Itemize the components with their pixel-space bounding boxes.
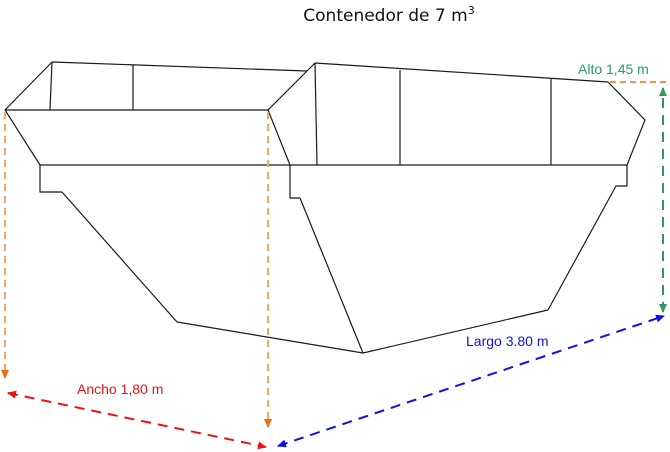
left-body-slant	[61, 191, 178, 323]
left-module-front-left-slant	[4, 109, 41, 166]
right-module-top-edge	[314, 62, 609, 83]
left-module-top-back-edge	[51, 61, 308, 72]
middle-flange	[289, 165, 300, 199]
projection-lines	[1, 81, 666, 428]
ancho-dimension-arrow	[7, 390, 267, 450]
right-module-back-left-edge	[267, 62, 316, 111]
alto-label: Alto 1,45 m	[578, 61, 649, 77]
largo-label: Largo 3.80 m	[466, 333, 549, 349]
ancho-label: Ancho 1,80 m	[77, 381, 164, 397]
container-outline	[4, 61, 646, 354]
left-flange	[39, 165, 62, 193]
left-module-back-left-edge	[4, 61, 53, 111]
diagram-title: Contenedor de 7 m3	[0, 4, 670, 26]
right-module-right-edge	[607, 81, 646, 166]
middle-body-slant	[299, 197, 364, 354]
left-module-divider-1	[49, 61, 53, 111]
right-body-slant	[547, 165, 628, 311]
right-module-divider-1	[314, 62, 318, 166]
left-module-front-right-slant	[267, 109, 291, 166]
title-text: Contenedor de 7 m	[303, 6, 468, 26]
title-superscript: 3	[467, 4, 475, 17]
bottom-left-edge	[176, 321, 364, 354]
